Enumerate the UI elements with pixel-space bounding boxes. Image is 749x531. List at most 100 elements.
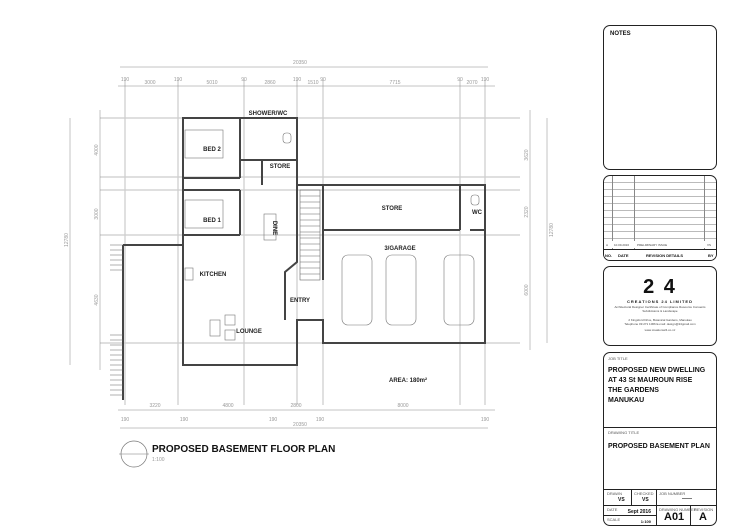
revision-row: A 10.09.2016 PRELIMINARY ISSUE VS	[604, 241, 716, 248]
drawing-title-label: DRAWING TITLE	[608, 430, 640, 435]
dim-top: 190	[293, 77, 302, 83]
job-number-label: JOB NUMBER	[659, 491, 686, 496]
dim-left: 3000	[94, 208, 100, 219]
company-box: 2 4 CREATIONS 24 LIMITED Architectural D…	[603, 266, 717, 346]
job-title-line: MANUKAU	[608, 397, 645, 404]
dim-bottom-wall: 190	[121, 417, 130, 423]
drawing-number-value: A01	[664, 511, 685, 523]
header-date: DATE	[618, 253, 629, 258]
revision-header: NO. DATE REVISION DETAILS BY	[604, 249, 716, 260]
job-number-value: ——	[682, 496, 692, 502]
revision-label: REVISION	[694, 507, 714, 512]
company-tagline: Architectural Designer Certificate of Co…	[614, 305, 706, 313]
header-no: NO.	[605, 253, 613, 258]
revision-value: A	[699, 511, 707, 523]
car	[385, 254, 417, 326]
dim-top: 90	[320, 77, 326, 83]
revision-by: VS	[707, 243, 712, 247]
dim-right: 3620	[524, 149, 530, 160]
header-details: REVISION DETAILS	[646, 253, 684, 258]
toilet	[282, 132, 292, 144]
room-label-bed2: BED 2	[203, 147, 221, 153]
dim-top: 190	[121, 77, 130, 83]
job-title-line: THE GARDENS	[608, 387, 659, 394]
dim-bottom: 4800	[222, 403, 233, 409]
dim-bottom: 8000	[397, 403, 408, 409]
scale-label: SCALE	[607, 517, 621, 522]
dim-top: 90	[241, 77, 247, 83]
dim-right: 2320	[524, 206, 530, 217]
dining-table	[263, 213, 277, 241]
job-title-line: PROPOSED NEW DWELLING	[608, 367, 706, 374]
dim-bottom-wall: 190	[180, 417, 189, 423]
revision-details: PRELIMINARY ISSUE	[637, 243, 668, 247]
kitchen-sink	[184, 267, 194, 281]
dim-top: 2860	[264, 80, 275, 86]
checked-value: VS	[642, 497, 649, 503]
revision-table: A 10.09.2016 PRELIMINARY ISSUE VS NO. DA…	[603, 175, 717, 261]
bed-1	[184, 199, 224, 229]
dim-top: 190	[174, 77, 183, 83]
job-title-line: AT 43 St MAUROUN RISE	[608, 377, 693, 384]
room-label-store: STORE	[270, 164, 291, 170]
dim-left: 4630	[94, 294, 100, 305]
dim-bottom-wall: 190	[316, 417, 325, 423]
dim-top: 3000	[144, 80, 155, 86]
dimension-lines	[69, 66, 548, 429]
room-label-bed1: BED 1	[203, 218, 221, 224]
walls	[122, 117, 486, 400]
furniture	[184, 129, 480, 341]
grid-lines	[100, 80, 520, 405]
company-name: CREATIONS 24 LIMITED	[627, 299, 693, 304]
header-by: BY	[708, 253, 714, 258]
stairs	[110, 189, 321, 396]
dim-top-total: 20350	[293, 60, 307, 66]
drawing-title-value: PROPOSED BASEMENT PLAN	[608, 443, 710, 450]
revision-no: A	[606, 243, 609, 247]
room-label-dine: DINE	[271, 221, 277, 235]
dim-top: 5010	[206, 80, 217, 86]
company-address: 2 Kingsford Drive, Botanical Gardens, Ma…	[628, 318, 692, 322]
scale-value: 1:100	[640, 519, 651, 524]
dim-top: 90	[457, 77, 463, 83]
area-label: AREA: 180m²	[389, 377, 427, 384]
job-title-label: JOB TITLE	[608, 356, 628, 361]
car	[341, 254, 373, 326]
dim-top: 2070	[466, 80, 477, 86]
dim-bottom-wall: 190	[269, 417, 278, 423]
company-logo: 2 4	[643, 276, 677, 298]
dim-right-total: 12780	[549, 223, 555, 237]
company-contact: Telephone 09 271 1066 E-mail: design@24g…	[624, 322, 696, 326]
car	[443, 254, 475, 326]
dim-bottom: 2800	[290, 403, 301, 409]
room-label-entry: ENTRY	[290, 298, 310, 304]
drawn-value: VS	[618, 497, 625, 503]
drawn-label: DRAWN	[607, 491, 622, 496]
room-label-store-garage: STORE	[382, 206, 403, 212]
date-label: DATE	[607, 507, 618, 512]
checked-label: CHECKED	[634, 491, 654, 496]
job-info-box: JOB TITLE PROPOSED NEW DWELLING AT 43 St…	[603, 352, 717, 526]
dim-top: 190	[481, 77, 490, 83]
dim-top: 1510	[307, 80, 318, 86]
drawing-number-label: DRAWING NUMBER	[659, 507, 697, 512]
room-label-shower-wc: SHOWER/WC	[249, 111, 288, 117]
dim-right: 6000	[524, 284, 530, 295]
notes-label: NOTES	[610, 31, 631, 37]
toilet	[470, 194, 480, 206]
bed-2	[184, 129, 224, 159]
job-title: PROPOSED NEW DWELLING AT 43 St MAUROUN R…	[608, 366, 705, 406]
date-value: Sept 2016	[627, 509, 651, 515]
dim-bottom-wall: 190	[481, 417, 490, 423]
section-marker-icon	[119, 440, 149, 468]
room-label-lounge: LOUNGE	[236, 329, 262, 335]
dim-left-total: 12780	[64, 233, 70, 247]
dim-bottom-total: 20350	[293, 422, 307, 428]
revision-date: 10.09.2016	[614, 243, 630, 247]
dim-bottom: 3220	[149, 403, 160, 409]
company-web: www.creations24.co.nz	[644, 328, 676, 332]
room-label-garage: 3/GARAGE	[384, 246, 415, 252]
drawing-scale: 1:100	[152, 457, 165, 463]
room-label-wc: WC	[472, 210, 483, 216]
